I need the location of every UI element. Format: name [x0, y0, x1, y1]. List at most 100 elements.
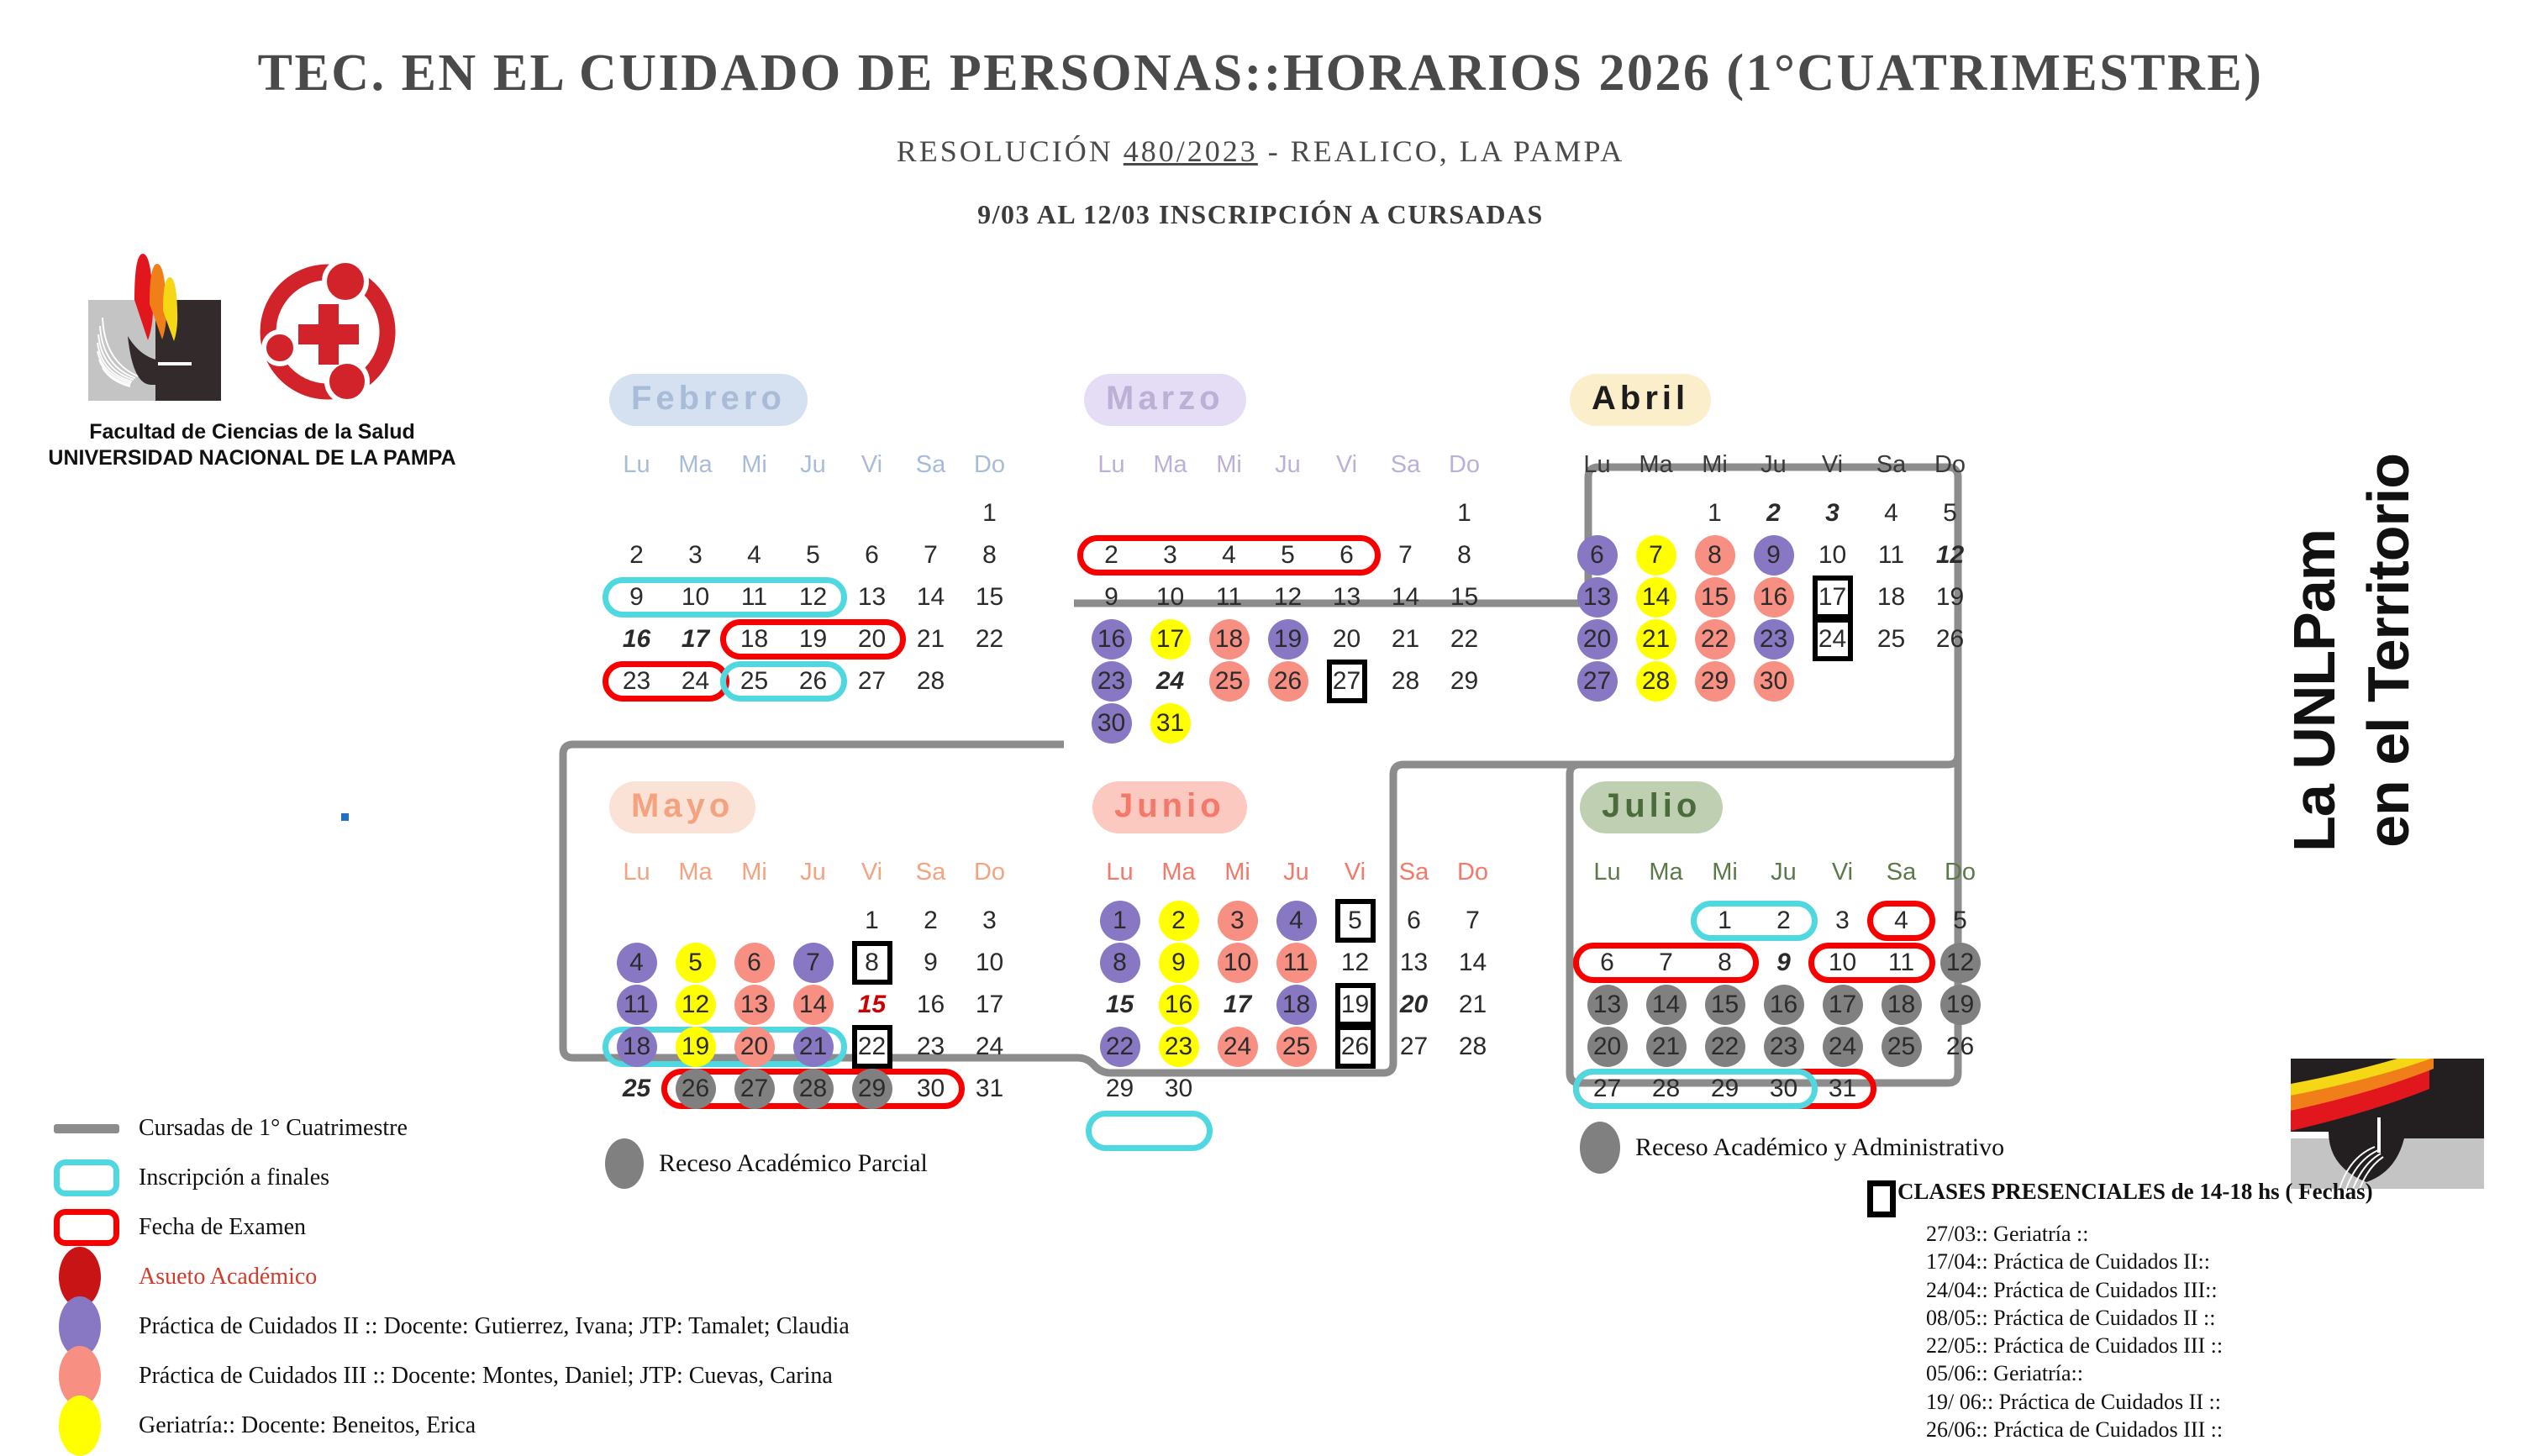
day-cell-14: 14 [1639, 984, 1693, 1026]
day-number: 27 [1592, 1075, 1622, 1102]
day-cell-22: 22 [1687, 618, 1742, 660]
day-cell-empty [1269, 1068, 1324, 1110]
day-cell-23: 23 [903, 1026, 958, 1068]
day-cell-19: 19 [1328, 983, 1382, 1027]
resolution-line: RESOLUCIÓN 480/2023 - REALICO, LA PAMPA [0, 134, 2521, 169]
day-cell-empty [1202, 702, 1256, 744]
day-cell-5: 5 [1933, 900, 1987, 942]
day-number: 20 [1399, 991, 1429, 1018]
day-cell-30: 30 [1151, 1068, 1206, 1110]
day-number: 13 [1332, 583, 1361, 611]
day-number: 1 [1708, 499, 1722, 527]
day-cell-7: 7 [1378, 534, 1433, 576]
day-cell-9: 9 [903, 942, 958, 984]
day-number: 27 [739, 1075, 769, 1102]
day-cell-4: 4 [727, 534, 782, 576]
clase-presencial-item: 22/05:: Práctica de Cuidados III :: [1926, 1333, 2224, 1359]
day-cell-empty [668, 492, 723, 534]
day-number: 11 [623, 991, 650, 1018]
day-number: 20 [857, 625, 887, 653]
day-cell-27: 27 [1319, 660, 1374, 703]
day-number: 20 [1332, 625, 1361, 653]
day-number: 22 [1105, 1033, 1134, 1060]
day-cell-11: 11 [609, 984, 664, 1026]
day-cell-empty [1378, 492, 1433, 534]
resolution-location: - REALICO, LA PAMPA [1257, 134, 1625, 168]
day-number: 26 [798, 667, 828, 695]
day-number: 12 [681, 991, 710, 1018]
day-number: 28 [1641, 667, 1671, 695]
day-cell-empty [1143, 492, 1197, 534]
day-cell-7: 7 [1629, 534, 1683, 576]
weekday-label-vi: Vi [1821, 451, 1844, 478]
day-cell-15: 15 [1697, 984, 1752, 1026]
legend-item-label: Práctica de Cuidados III :: Docente: Mon… [139, 1363, 833, 1389]
day-cell-18: 18 [609, 1026, 664, 1068]
day-cell-8: 8 [1092, 942, 1147, 984]
day-cell-13: 13 [845, 576, 899, 618]
day-number: 7 [924, 541, 938, 569]
day-number: 18 [1876, 583, 1906, 611]
day-cell-26: 26 [1260, 660, 1315, 702]
weekday-label-sa: Sa [1390, 451, 1421, 478]
day-cell-29: 29 [1092, 1068, 1147, 1110]
day-number: 17 [975, 991, 1004, 1018]
day-cell-empty [1805, 660, 1860, 702]
day-cell-empty [1580, 900, 1634, 942]
day-cell-17: 17 [1143, 618, 1197, 660]
day-number: 31 [1828, 1075, 1857, 1102]
weekday-label-sa: Sa [915, 859, 946, 886]
weekday-label-do: Do [1934, 451, 1966, 478]
day-number: 13 [1592, 991, 1622, 1018]
day-number: 21 [916, 625, 945, 653]
day-cell-10: 10 [1210, 942, 1265, 984]
weekday-label-sa: Sa [1398, 859, 1429, 886]
day-cell-18: 18 [1874, 984, 1929, 1026]
day-number: 10 [975, 949, 1004, 976]
day-number: 25 [622, 1075, 651, 1102]
day-cell-24: 24 [668, 660, 723, 702]
day-cell-5: 5 [1923, 492, 1977, 534]
day-number: 22 [1450, 625, 1479, 653]
legend-item-label: Práctica de Cuidados II :: Docente: Guti… [139, 1313, 850, 1339]
day-number: 24 [1818, 625, 1847, 653]
day-number: 26 [1273, 667, 1303, 695]
day-cell-empty [962, 660, 1017, 702]
day-cell-28: 28 [1378, 660, 1433, 702]
gray-oval-icon [605, 1138, 644, 1189]
day-number: 23 [622, 667, 651, 695]
day-cell-15: 15 [1437, 576, 1492, 618]
day-number: 27 [1399, 1033, 1429, 1060]
resolution-prefix: RESOLUCIÓN [896, 134, 1124, 168]
day-cell-22: 22 [1437, 618, 1492, 660]
legend-item: Cursadas de 1° Cuatrimestre [50, 1109, 941, 1148]
brand-block: La UNLPam en el Territorio [2274, 454, 2518, 1210]
day-number: 5 [806, 541, 820, 569]
enrollment-note: 9/03 AL 12/03 INSCRIPCIÓN A CURSADAS [977, 199, 1544, 229]
day-number: 17 [681, 625, 710, 653]
day-cell-15: 15 [845, 984, 899, 1026]
day-cell-13: 13 [1319, 576, 1374, 618]
day-number: 10 [1223, 949, 1252, 976]
day-cell-23: 23 [1746, 618, 1801, 660]
clases-presenciales-title: CLASES PRESENCIALES de 14-18 hs ( Fechas… [1897, 1179, 2373, 1204]
day-cell-31: 31 [962, 1068, 1017, 1110]
faculty-name: Facultad de Ciencias de la Salud [89, 420, 415, 444]
day-number: 2 [924, 907, 938, 934]
day-number: 16 [1759, 583, 1788, 611]
clase-presencial-item: 05/06:: Geriatría:: [1926, 1361, 2084, 1386]
weekday-label-vi: Vi [861, 859, 883, 886]
day-cell-31: 31 [1815, 1068, 1870, 1110]
clase-presencial-item: 08/05:: Práctica de Cuidados II :: [1926, 1305, 2216, 1330]
day-number: 14 [798, 991, 828, 1018]
day-number: 14 [1391, 583, 1420, 611]
day-number: 6 [865, 541, 879, 569]
weekday-label-lu: Lu [1097, 451, 1125, 478]
